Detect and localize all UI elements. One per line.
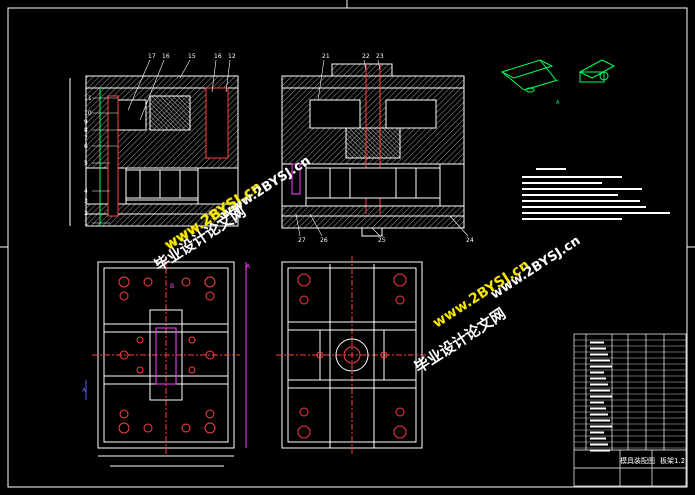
side-section-view: [281, 63, 465, 237]
part-label: 12: [228, 53, 236, 60]
table-cell: [590, 407, 606, 410]
part-label: 3: [84, 198, 88, 205]
table-cell: [590, 383, 608, 386]
title-block-name: 模具装配图: [620, 457, 655, 465]
dim-label-b: B: [170, 283, 174, 290]
table-cell: [590, 389, 610, 392]
table-cell: [590, 365, 612, 368]
table-cell: [590, 341, 604, 344]
parts-list-rows: [574, 339, 686, 449]
table-cell: [590, 401, 604, 404]
part-label: 23: [376, 53, 384, 60]
title-block-code: 板架1.2: [660, 457, 686, 465]
section-label-a-left: A: [82, 387, 87, 394]
leader-lines-left: [92, 59, 231, 224]
part-label: 21: [322, 53, 330, 60]
part-label: 4: [84, 188, 88, 195]
table-cell: [590, 419, 610, 422]
table-cell: [590, 359, 610, 362]
plan-view-left-holes: [118, 276, 216, 434]
part-label: 6: [84, 143, 88, 150]
part-labels-right: 21 22 23 24 25 26 27: [298, 53, 474, 244]
section-label-a-top: A: [246, 263, 251, 270]
part-label: 8: [84, 127, 88, 134]
part-label: 1: [84, 220, 88, 227]
table-cell: [590, 347, 606, 350]
view-label-a: A: [556, 100, 560, 106]
plan-view-left: [85, 256, 247, 467]
table-cell: [590, 395, 612, 398]
part-label: 27: [298, 237, 306, 244]
front-section-view: [69, 75, 239, 227]
table-cell: [590, 413, 608, 416]
part-label: 16: [162, 53, 170, 60]
table-cell: [590, 377, 606, 380]
table-cell: [590, 437, 606, 440]
part-label: 5: [84, 160, 88, 167]
leader-lines-right: [295, 59, 469, 237]
part-label: 10: [84, 110, 92, 117]
plan-view-center-holes: [297, 273, 407, 439]
part-label: 15: [188, 53, 196, 60]
part-label: 26: [320, 237, 328, 244]
part-label: 7: [84, 135, 88, 142]
table-cell: [590, 443, 608, 446]
parts-list-text: [590, 341, 612, 452]
table-cell: [590, 449, 610, 452]
technical-notes: [522, 168, 670, 220]
table-cell: [590, 371, 604, 374]
part-label: 9: [84, 119, 88, 126]
part-label: 24: [466, 237, 474, 244]
part-label: 17: [148, 53, 156, 60]
table-cell: [590, 425, 612, 428]
plan-view-center: [276, 256, 428, 454]
part-label: 25: [378, 237, 386, 244]
part-label: 22: [362, 53, 370, 60]
part-labels-left: 17 16 15 16 12 11 10 9 8 7 6 5 4 3 2 1: [84, 53, 236, 227]
table-cell: [590, 353, 608, 356]
part-label: 11: [84, 95, 92, 102]
table-cell: [590, 431, 604, 434]
part-label: 2: [84, 210, 88, 217]
part-label: 16: [214, 53, 222, 60]
product-isometric: [500, 59, 616, 93]
